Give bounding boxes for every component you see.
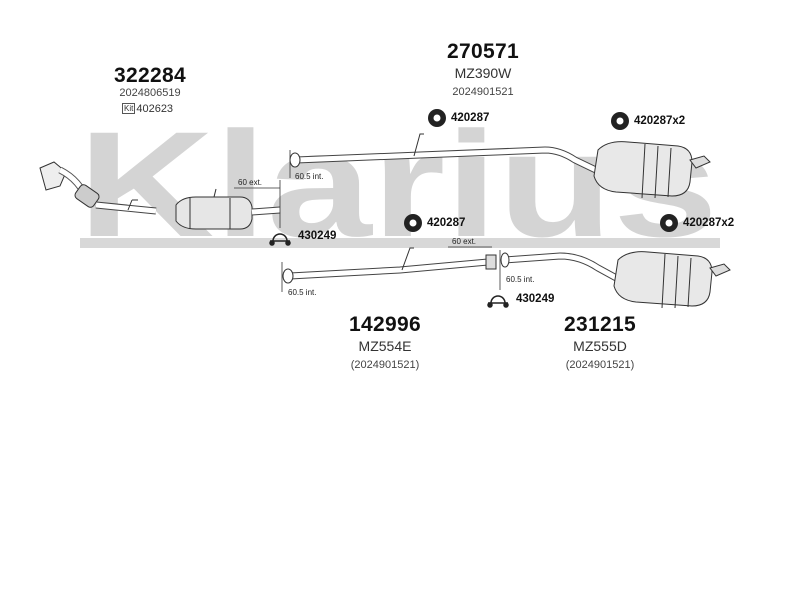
watermark-underline — [80, 238, 720, 248]
front-pipe-drawing — [39, 161, 281, 230]
middle-top-part-number: 270571 — [447, 40, 519, 63]
dimension-label: 60.5 int. — [295, 172, 324, 181]
hanger-label: 420287x2 — [683, 217, 735, 229]
front-oe-number: 2024806519 — [119, 87, 181, 99]
hanger-icon — [404, 214, 422, 232]
dimension-label: 60 ext. — [452, 237, 477, 246]
dimension-label: 60.5 int. — [506, 275, 535, 284]
hanger-label: 420287 — [427, 217, 466, 229]
hanger-icon — [428, 109, 446, 127]
dimension-label: 60.5 int. — [288, 288, 317, 297]
rear-bottom-code: MZ555D — [573, 338, 627, 354]
middle-top-code: MZ390W — [454, 65, 512, 81]
middle-top-pipe-drawing — [289, 133, 602, 178]
middle-top-oe-number: 2024901521 — [452, 86, 514, 98]
front-part-number: 322284 — [114, 64, 186, 87]
hanger-label: 420287 — [451, 112, 490, 124]
hanger-label: 420287x2 — [634, 115, 686, 127]
rear-bottom-oe-number: (2024901521) — [565, 359, 635, 371]
clamp-label: 430249 — [298, 230, 337, 242]
middle-bottom-part-number: 142996 — [349, 313, 421, 336]
hanger-icon — [660, 214, 678, 232]
rear-bottom-pipe-drawing — [499, 250, 622, 290]
hanger-icon — [611, 112, 629, 130]
rear-bottom-part-number: 231215 — [564, 313, 636, 336]
dimension-label: 60 ext. — [238, 178, 263, 187]
clamp-icon — [269, 233, 291, 246]
kit-number: 402623 — [136, 103, 174, 115]
middle-bottom-oe-number: (2024901521) — [350, 359, 420, 371]
clamp-icon — [487, 295, 509, 308]
rear-top-muffler-drawing — [593, 141, 711, 199]
middle-bottom-pipe-drawing — [281, 246, 497, 292]
middle-bottom-code: MZ554E — [358, 338, 412, 354]
kit-label: Kit — [122, 103, 136, 114]
clamp-label: 430249 — [516, 293, 555, 305]
rear-bottom-muffler-drawing — [613, 251, 731, 309]
